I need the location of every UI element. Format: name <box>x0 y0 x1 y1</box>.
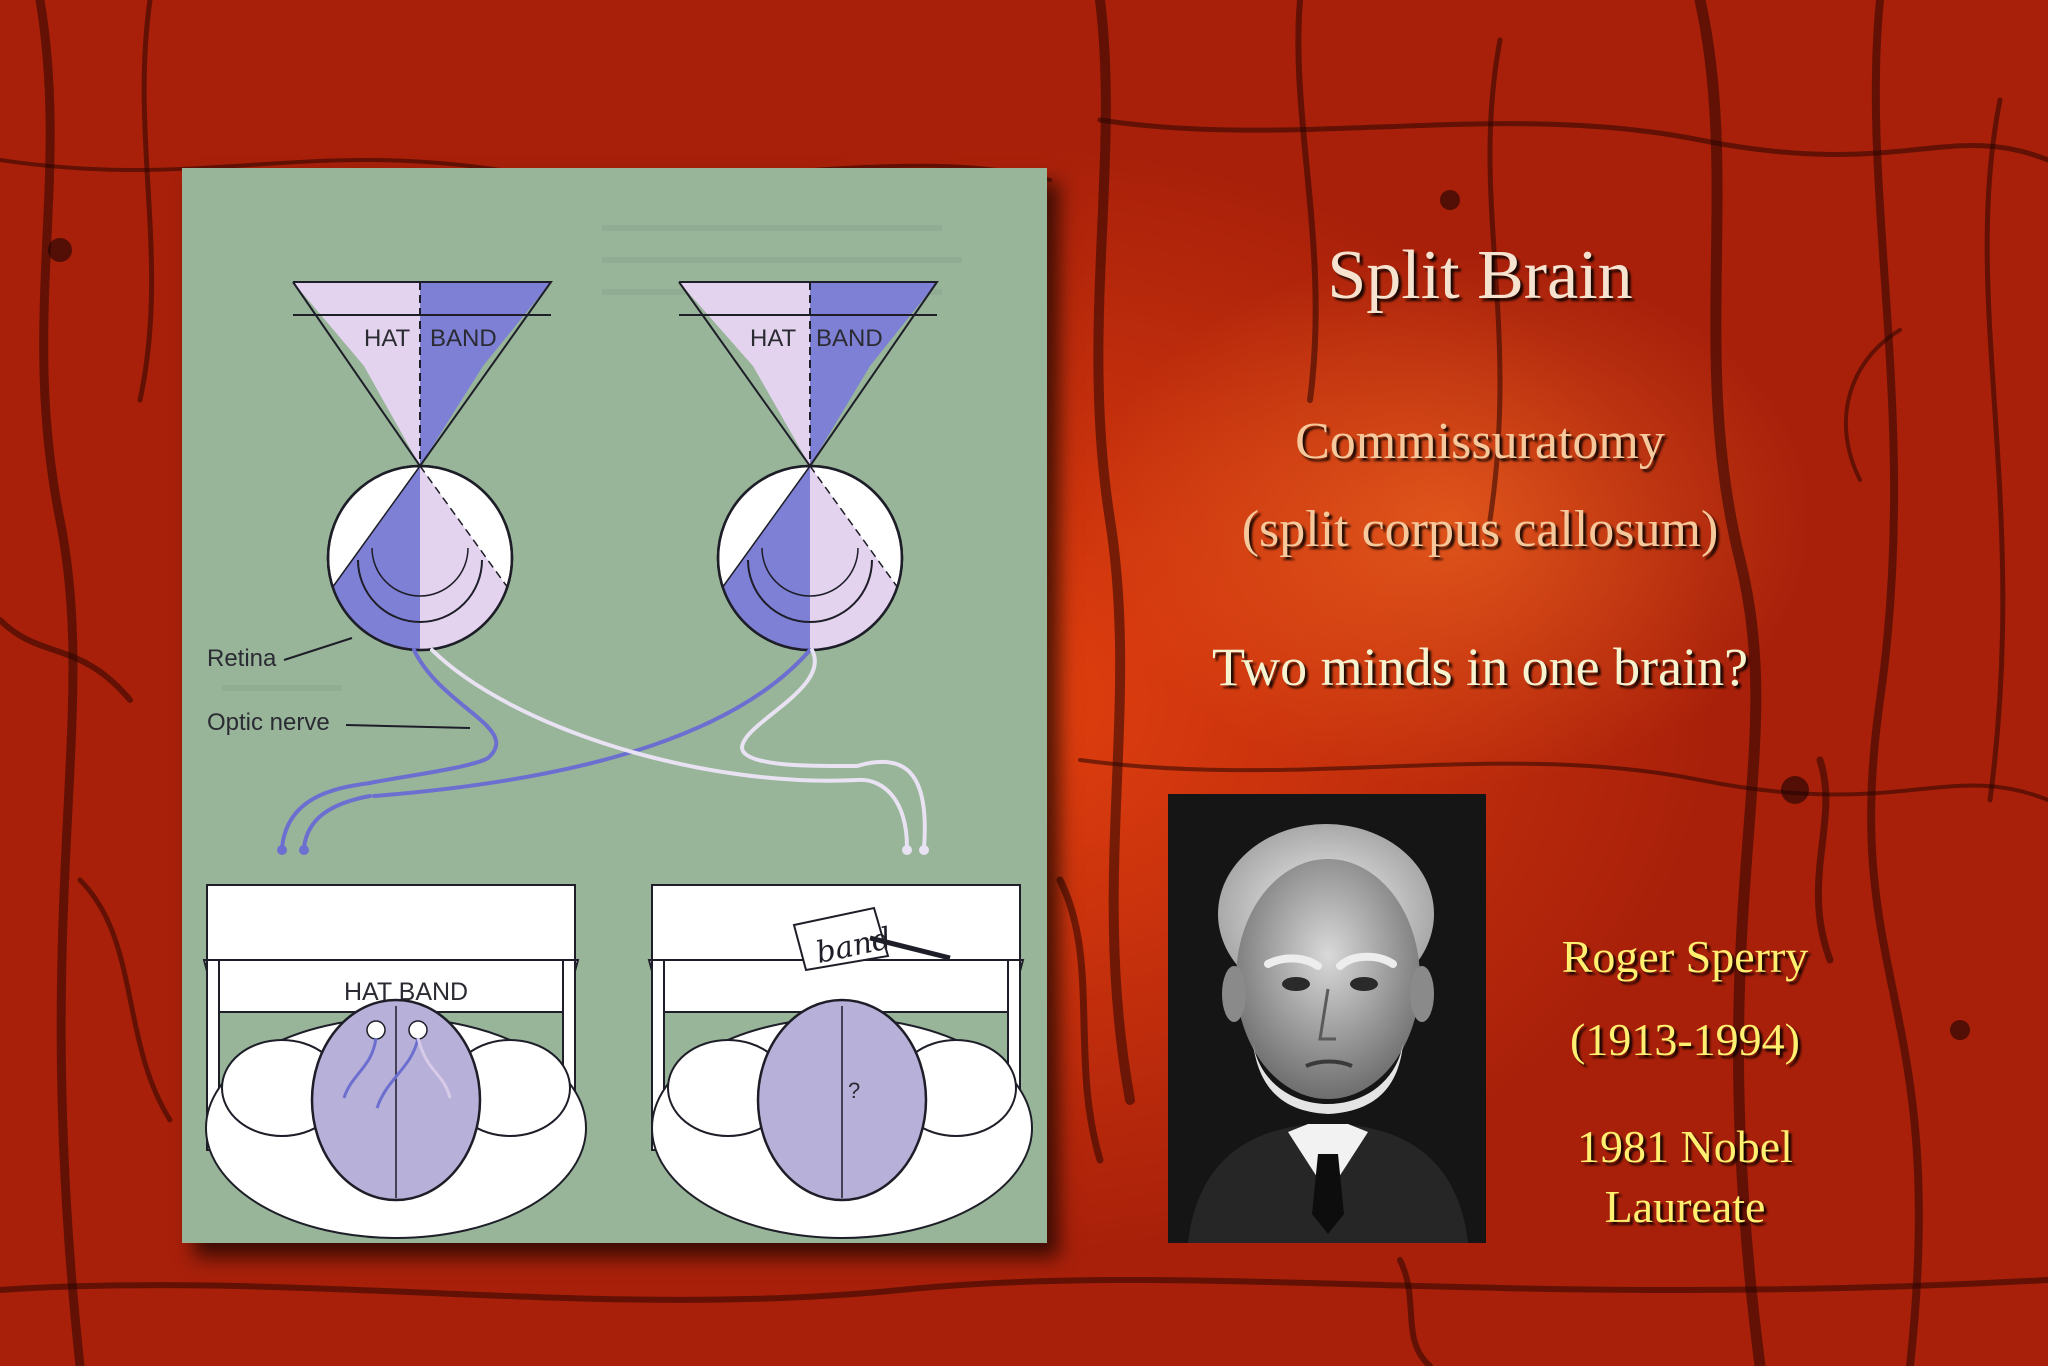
subtitle-split-corpus: (split corpus callosum) <box>1241 501 1719 558</box>
left-visual-field: HAT BAND <box>292 281 553 468</box>
subtitle-commissuratomy: Commissuratomy <box>1295 413 1665 470</box>
right-field-word-band: BAND <box>816 325 883 352</box>
left-field-word-band: BAND <box>430 325 497 352</box>
retina-label: Retina <box>207 645 277 672</box>
optic-nerve-label: Optic nerve <box>207 709 330 736</box>
award-line-1: 1981 Nobel <box>1577 1121 1793 1172</box>
left-desk-scene: HAT BAND <box>202 884 587 1239</box>
left-field-word-hat: HAT <box>364 325 411 352</box>
left-eye <box>326 464 514 652</box>
question-text: Two minds in one brain? <box>1211 637 1749 697</box>
award-line-2: Laureate <box>1604 1181 1766 1232</box>
right-visual-field: HAT BAND <box>678 281 939 468</box>
person-years: (1913-1994) <box>1570 1014 1800 1065</box>
diagram-svg: HAT BAND HAT BAND <box>202 225 1033 1239</box>
optic-pathways <box>277 648 929 855</box>
optic-nerve-leader-line <box>345 724 471 729</box>
retina-leader-line <box>283 637 353 661</box>
right-eye <box>716 464 904 652</box>
question-mark: ? <box>848 1078 860 1103</box>
portrait-illustration <box>1168 794 1486 1243</box>
right-desk-scene: band ? <box>647 884 1033 1239</box>
person-name: Roger Sperry <box>1561 931 1809 982</box>
pencil <box>869 935 951 961</box>
slide-title: Split Brain <box>1327 237 1633 314</box>
paper-note <box>792 906 890 972</box>
portrait-photo <box>1168 794 1486 1243</box>
right-field-word-hat: HAT <box>750 325 797 352</box>
split-brain-diagram: HAT BAND HAT BAND <box>182 168 1047 1243</box>
